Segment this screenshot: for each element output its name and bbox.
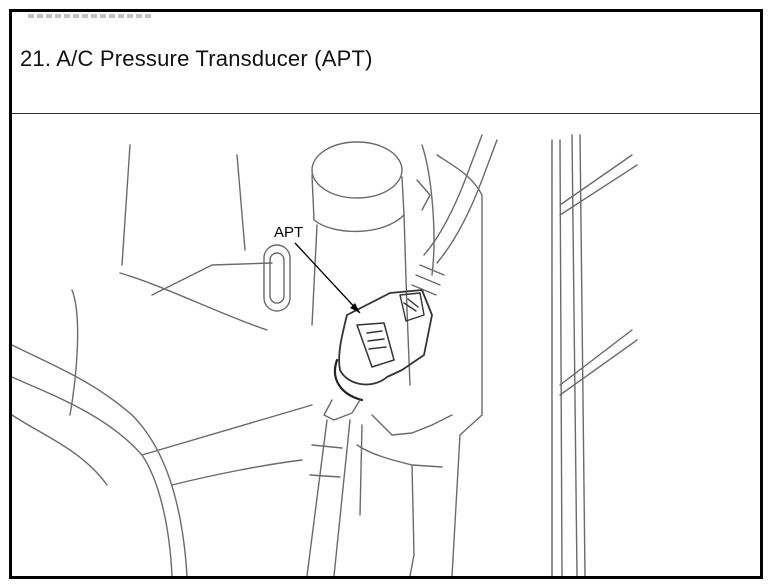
structure-line [69, 289, 79, 416]
structure-line [403, 214, 408, 311]
structure-line [141, 404, 313, 456]
panel-edge [579, 134, 586, 576]
structure-line [451, 414, 483, 576]
structure-line [421, 144, 435, 276]
figure-frame: 21. A/C Pressure Transducer (APT) [9, 9, 763, 579]
hose-ribs [411, 264, 445, 296]
hose [423, 134, 483, 256]
structure-line [236, 154, 246, 251]
pipe-fitting [323, 399, 361, 421]
pipe-band [309, 444, 343, 478]
structure-line [409, 464, 415, 576]
structure-line [12, 376, 173, 576]
pipe [333, 419, 351, 576]
hose [436, 139, 498, 264]
figure-header: 21. A/C Pressure Transducer (APT) [12, 12, 760, 114]
structure-line [119, 272, 268, 331]
apt-clip [399, 292, 425, 322]
callout-arrowhead [350, 303, 360, 313]
structure-line [171, 459, 303, 486]
panel-edge [559, 139, 563, 576]
structure-line [311, 224, 318, 326]
callout-label: APT [274, 224, 303, 241]
panel-bracket [559, 339, 638, 396]
structure-line [12, 344, 188, 576]
cropped-text-fragment [28, 14, 154, 18]
structure-line [12, 414, 108, 486]
oval-slot [263, 244, 291, 312]
apt-clip-detail [403, 298, 419, 312]
structure-line [416, 179, 431, 211]
structure-line [356, 444, 443, 468]
structure-line [359, 424, 363, 516]
structure-line [436, 154, 483, 416]
structure-line [371, 414, 453, 436]
callout-leader [294, 242, 361, 314]
structure-line [151, 262, 273, 296]
structure-line [406, 309, 411, 386]
panel-edge [571, 134, 578, 576]
panel-bracket [559, 329, 633, 386]
panel-bracket [559, 164, 638, 216]
apt-connector-detail [366, 330, 387, 350]
apt-connector [356, 322, 395, 368]
page-title: 21. A/C Pressure Transducer (APT) [20, 46, 373, 71]
apt-seal [334, 358, 364, 402]
pipe [306, 419, 328, 576]
apt-sensor [338, 289, 433, 386]
panel-bracket [559, 154, 633, 206]
oval-slot-inner [269, 252, 285, 304]
structure-line [121, 144, 131, 266]
reservoir-cap [311, 141, 403, 199]
engine-bay-illustration: APT [12, 134, 638, 576]
reservoir-body [311, 174, 405, 233]
line-drawing: APT [12, 115, 760, 576]
